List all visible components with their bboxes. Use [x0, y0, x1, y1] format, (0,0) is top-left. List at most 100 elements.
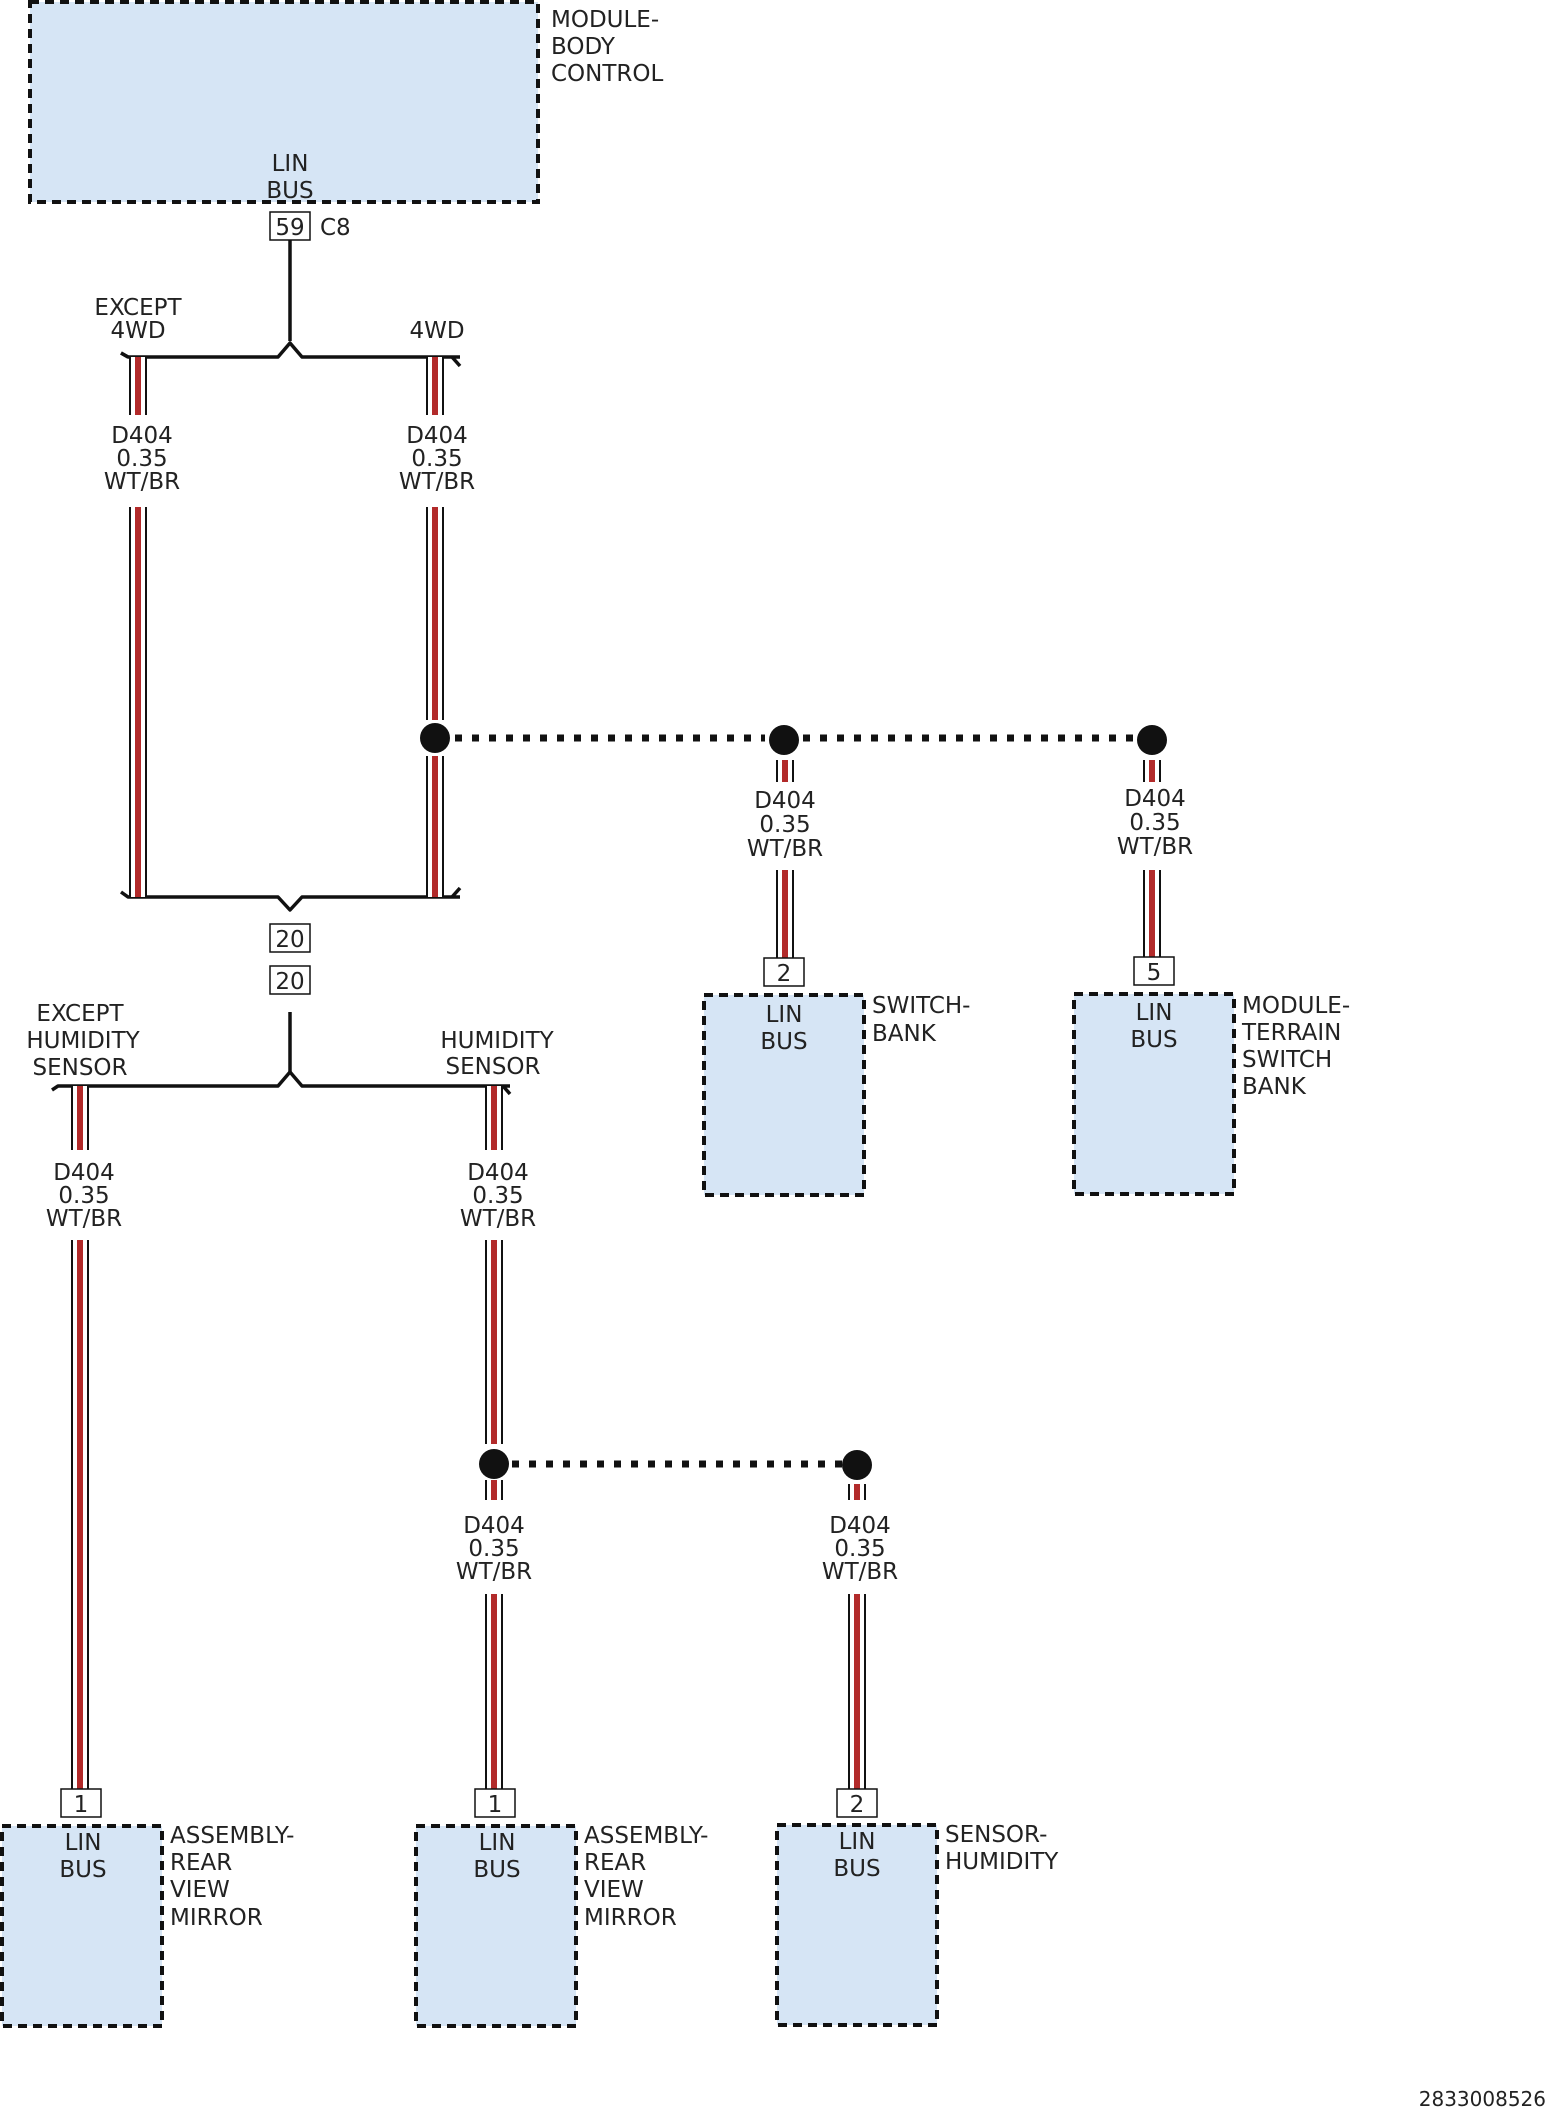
module-terrain-switch-bank-name-1: MODULE- [1242, 993, 1350, 1019]
wire-label-color: WT/BR [456, 1559, 532, 1585]
module-mirror-humidity-pin-box [474, 1788, 516, 1818]
module-mirror-except-humidity-pin-number: 1 [74, 1792, 89, 1818]
module-mirror-except-humidity-pin-name-2: BUS [59, 1857, 106, 1883]
wire-label-mirror-humidity: D404 0.35 WT/BR [456, 1513, 532, 1585]
module-sensor-humidity-pin-box [836, 1788, 878, 1818]
module-sensor-humidity-pin-name-2: BUS [833, 1856, 880, 1882]
wire-label-color: WT/BR [46, 1206, 122, 1232]
wire-label-switch-bank: D404 0.35 WT/BR [747, 788, 823, 862]
branch-except-4wd-2: 4WD [110, 318, 165, 344]
module-terrain-switch-bank-name-2: TERRAIN [1241, 1020, 1341, 1046]
branch-except-humidity-3: SENSOR [32, 1055, 127, 1081]
wire-label-gauge: 0.35 [116, 446, 167, 472]
module-mirror-except-humidity-name-1: ASSEMBLY- [170, 1823, 294, 1849]
branch-except-humidity-2: HUMIDITY [26, 1028, 140, 1054]
wire-label-color: WT/BR [460, 1206, 536, 1232]
wire-label-4wd: D404 0.35 WT/BR [399, 423, 475, 495]
module-mirror-humidity[interactable]: 1 LIN BUS ASSEMBLY- REAR VIEW MIRROR [414, 1788, 708, 2028]
module-sensor-humidity[interactable]: 2 LIN BUS SENSOR- HUMIDITY [775, 1788, 1059, 2027]
module-body-control-pin-number: 59 [275, 215, 304, 241]
module-mirror-humidity-pin-name-2: BUS [473, 1857, 520, 1883]
wire-label-color: WT/BR [1117, 834, 1193, 860]
module-body-control-connector: C8 [320, 215, 351, 241]
inline-connector-top-pin: 20 [275, 927, 304, 953]
module-terrain-switch-bank[interactable]: 5 LIN BUS MODULE- TERRAIN SWITCH BANK [1072, 956, 1350, 1196]
wire-label-color: WT/BR [104, 469, 180, 495]
module-body-control-pin-box [269, 211, 311, 241]
wire-label-except-4wd: D404 0.35 WT/BR [104, 423, 180, 495]
module-mirror-except-humidity-pin-box [60, 1788, 102, 1818]
splice-dot-terrain [1137, 725, 1167, 755]
wire-label-humidity: D404 0.35 WT/BR [460, 1160, 536, 1232]
wire-label-color: WT/BR [822, 1559, 898, 1585]
branch-humidity-1: HUMIDITY [440, 1028, 554, 1054]
module-switch-bank-pin-name-1: LIN [766, 1002, 803, 1028]
wire-label-except-humidity: D404 0.35 WT/BR [46, 1160, 122, 1232]
wire-label-circuit: D404 [829, 1513, 891, 1539]
branch-except-humidity-1: EXCEPT [36, 1001, 124, 1027]
inline-connector-top-box [269, 923, 311, 953]
module-body-control-pin-name-1: LIN [272, 151, 309, 177]
inline-connector-bottom-pin: 20 [275, 969, 304, 995]
module-body-control-box [28, 0, 540, 204]
inline-connector: 20 20 [269, 923, 311, 995]
module-sensor-humidity-name-1: SENSOR- [945, 1822, 1047, 1848]
wire-label-sensor-humidity: D404 0.35 WT/BR [822, 1513, 898, 1585]
module-mirror-except-humidity-pin-name-1: LIN [65, 1830, 102, 1856]
module-body-control-name-3: CONTROL [551, 61, 664, 87]
splice-dot-sensor [842, 1450, 872, 1480]
module-mirror-humidity-name-4: MIRROR [584, 1905, 677, 1931]
branch-humidity-2: SENSOR [445, 1054, 540, 1080]
wire-label-gauge: 0.35 [411, 446, 462, 472]
wire-label-gauge: 0.35 [834, 1536, 885, 1562]
module-mirror-humidity-name-1: ASSEMBLY- [584, 1823, 708, 1849]
module-terrain-switch-bank-pin-name-2: BUS [1130, 1027, 1177, 1053]
module-mirror-humidity-name-2: REAR [584, 1850, 646, 1876]
wire-tick-upper-left [120, 351, 129, 359]
module-terrain-switch-bank-pin-number: 5 [1147, 960, 1162, 986]
wire-label-circuit: D404 [406, 423, 468, 449]
splice-dot-humidity [479, 1449, 509, 1479]
wire-tick-upper-right [450, 355, 462, 368]
wire-junction-lower [119, 890, 460, 912]
module-switch-bank-box [702, 993, 866, 1197]
module-mirror-except-humidity[interactable]: 1 LIN BUS ASSEMBLY- REAR VIEW MIRROR [0, 1788, 294, 2028]
wire-label-color: WT/BR [747, 836, 823, 862]
module-body-control-name-2: BODY [551, 34, 616, 60]
module-mirror-except-humidity-name-4: MIRROR [170, 1905, 263, 1931]
module-mirror-humidity-box [414, 1824, 578, 2028]
module-switch-bank-pin-box [763, 957, 805, 987]
wire-label-gauge: 0.35 [1129, 810, 1180, 836]
module-body-control-name-1: MODULE- [551, 7, 659, 33]
wire-label-circuit: D404 [53, 1160, 115, 1186]
wire-label-gauge: 0.35 [759, 812, 810, 838]
module-sensor-humidity-name-2: HUMIDITY [945, 1849, 1059, 1875]
module-switch-bank-name-2: BANK [872, 1021, 937, 1047]
inline-connector-bottom-box [269, 965, 311, 995]
wire-label-gauge: 0.35 [58, 1183, 109, 1209]
module-switch-bank-pin-name-2: BUS [760, 1029, 807, 1055]
wire-label-circuit: D404 [754, 788, 816, 814]
module-terrain-switch-bank-pin-box [1133, 956, 1175, 986]
branch-4wd: 4WD [409, 318, 464, 344]
wire-label-gauge: 0.35 [468, 1536, 519, 1562]
figure-id: 2833008526 [1419, 2087, 1546, 2111]
wire-label-terrain-switch-bank: D404 0.35 WT/BR [1117, 786, 1193, 860]
wire-label-circuit: D404 [111, 423, 173, 449]
module-terrain-switch-bank-name-3: SWITCH [1242, 1047, 1332, 1073]
module-body-control[interactable]: MODULE- BODY CONTROL LIN BUS 59 C8 [28, 0, 664, 241]
module-sensor-humidity-box [775, 1823, 939, 2027]
wire-junction-upper [120, 341, 460, 359]
module-switch-bank[interactable]: 2 LIN BUS SWITCH- BANK [702, 957, 970, 1197]
module-body-control-pin-name-2: BUS [266, 178, 313, 204]
module-terrain-switch-bank-box [1072, 992, 1236, 1196]
module-mirror-humidity-name-3: VIEW [584, 1877, 644, 1903]
wire-label-circuit: D404 [467, 1160, 529, 1186]
module-sensor-humidity-pin-name-1: LIN [839, 1829, 876, 1855]
module-switch-bank-pin-number: 2 [777, 961, 792, 987]
module-terrain-switch-bank-pin-name-1: LIN [1136, 1000, 1173, 1026]
wire-label-circuit: D404 [463, 1513, 525, 1539]
module-sensor-humidity-pin-number: 2 [850, 1792, 865, 1818]
branch-except-4wd-1: EXCEPT [94, 295, 182, 321]
